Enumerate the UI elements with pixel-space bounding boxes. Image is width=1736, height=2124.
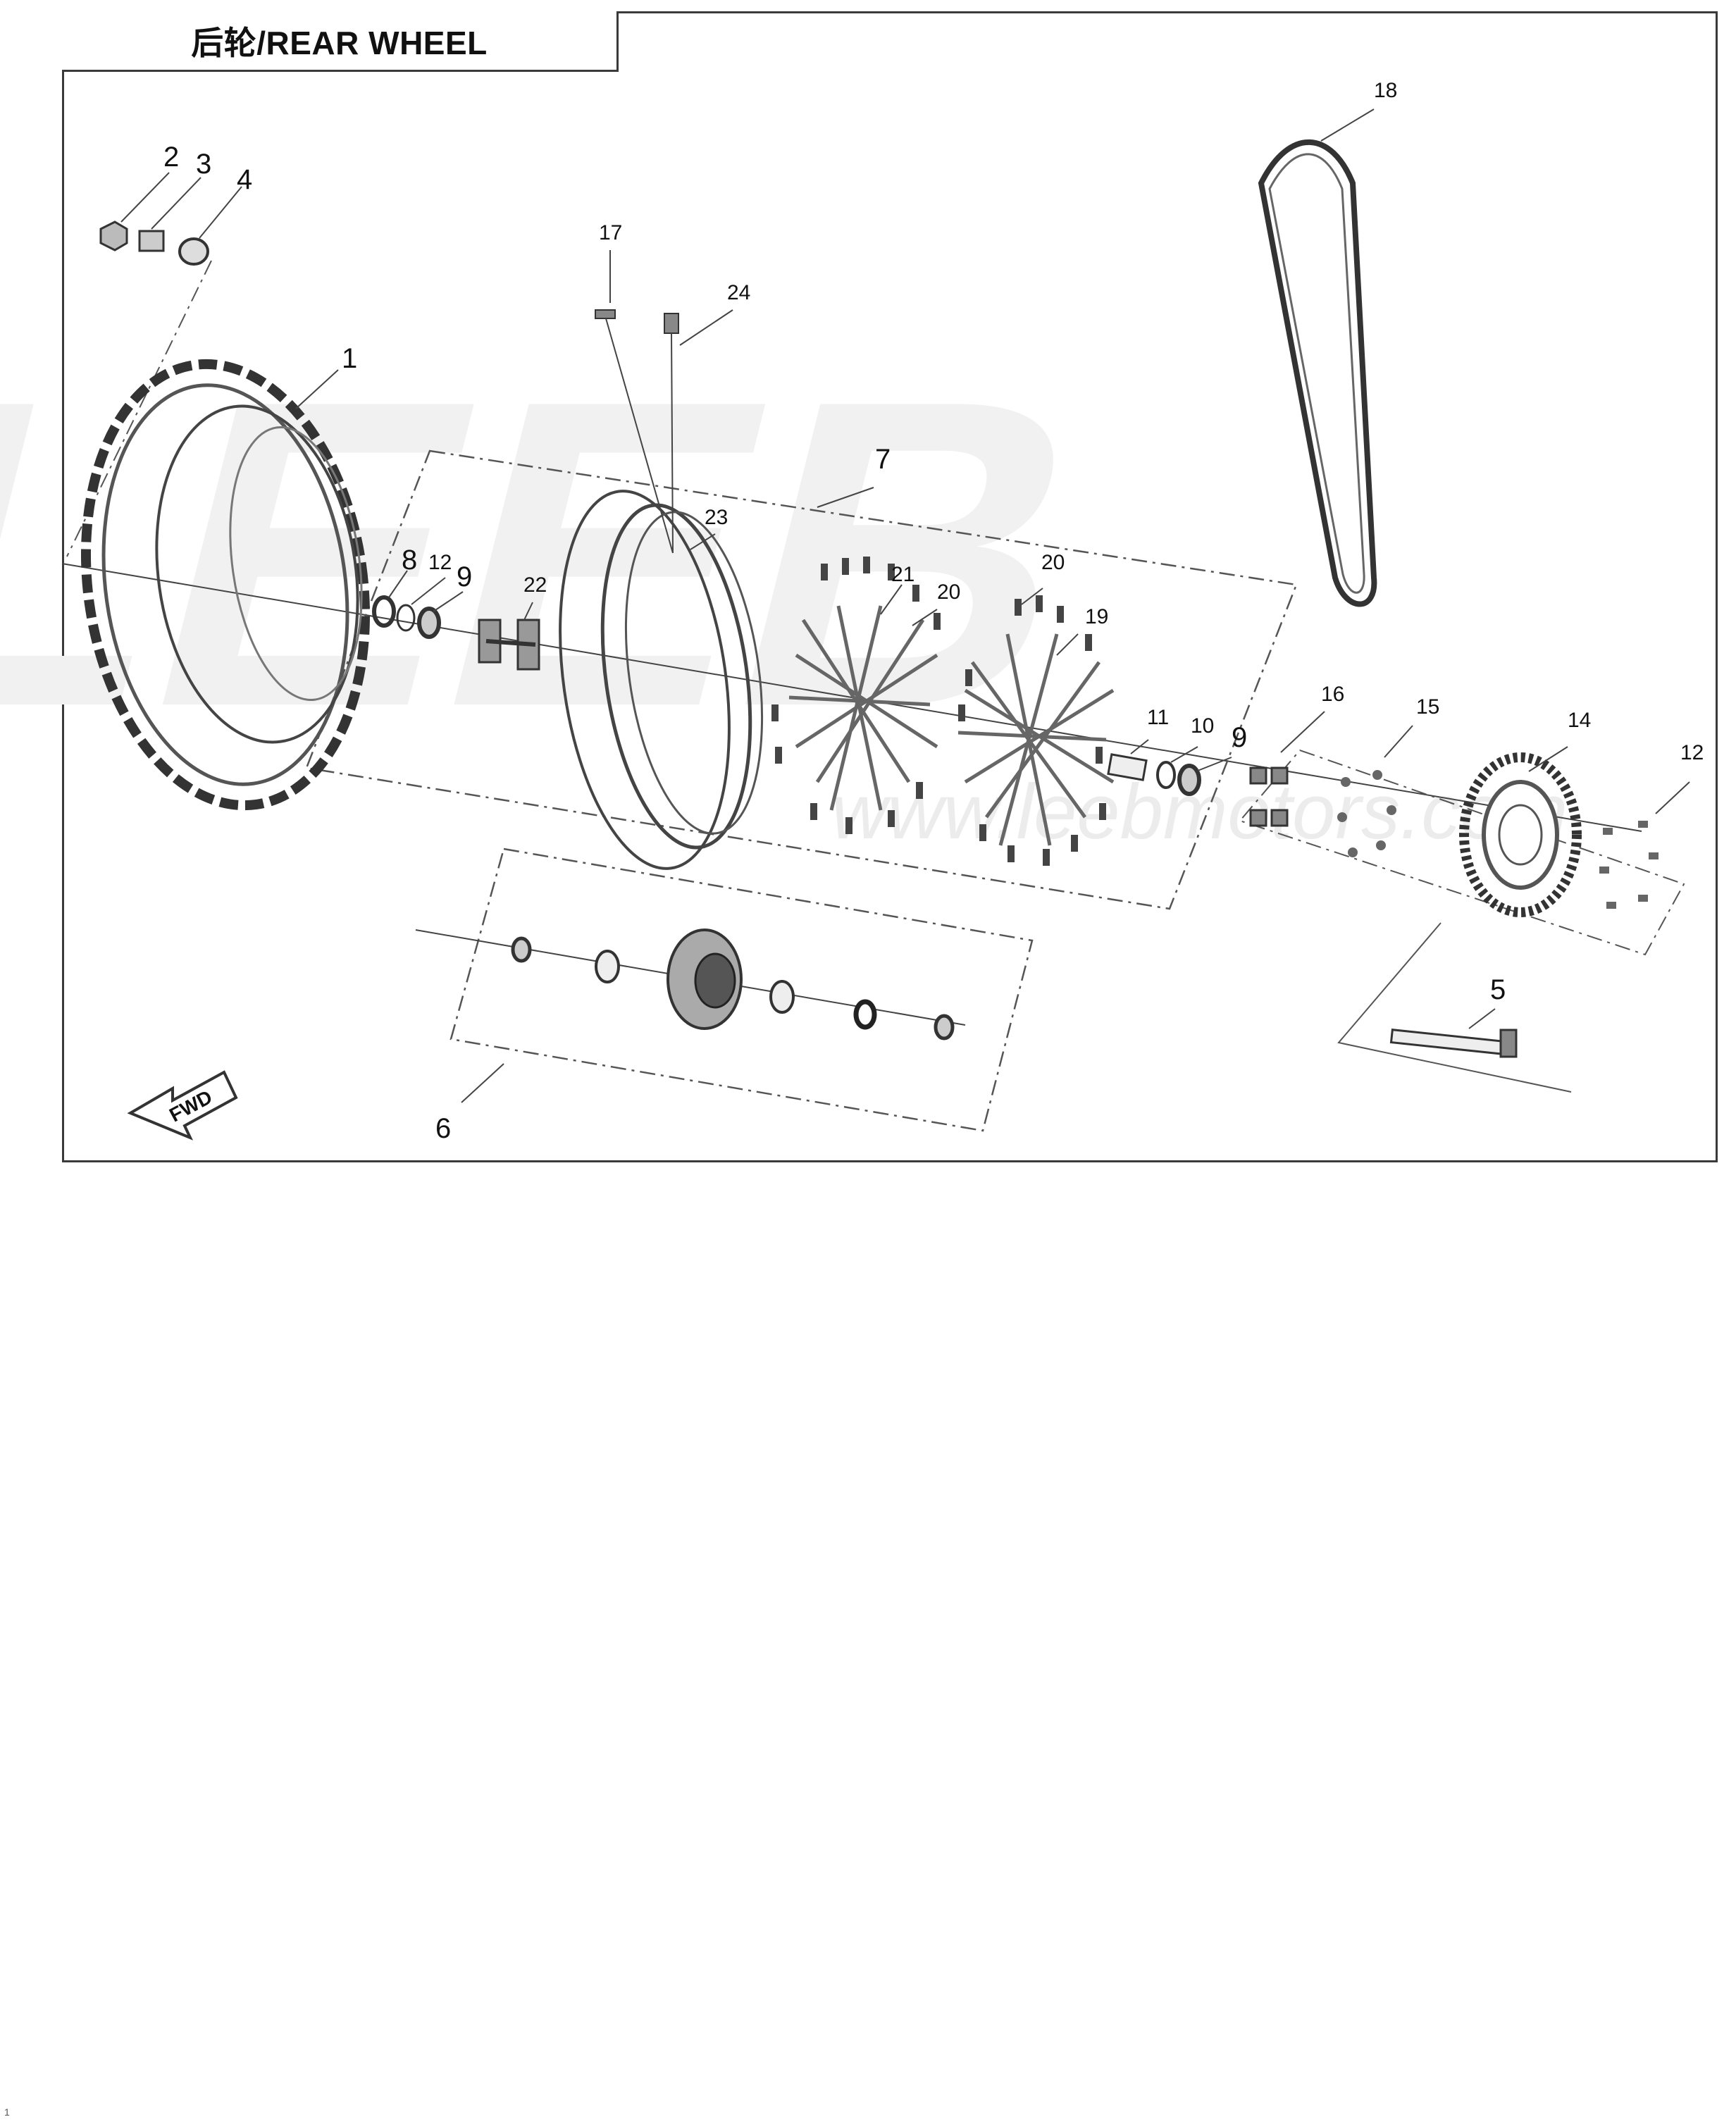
- callout-8: 8: [402, 545, 417, 576]
- valve-guide-24: [671, 333, 674, 554]
- oil-seal-8-icon: [372, 595, 396, 628]
- callout-10: 10: [1191, 714, 1214, 738]
- callout-20-right: 20: [1041, 551, 1065, 574]
- callout-5: 5: [1490, 974, 1506, 1005]
- callout-9-left: 9: [457, 561, 472, 592]
- hub-bearing-outer-left-icon: [511, 936, 532, 963]
- rear-axle-icon: [1389, 1029, 1518, 1058]
- rear-tire-icon: [80, 359, 371, 811]
- callout-12-right: 12: [1680, 741, 1704, 764]
- sprocket-nuts-icon: [1337, 770, 1396, 857]
- callout-18: 18: [1374, 79, 1397, 102]
- callout-7: 7: [875, 444, 891, 475]
- callout-3: 3: [196, 149, 211, 180]
- valve-guide-17: [605, 318, 674, 554]
- hub-bearing-icon: [853, 999, 877, 1030]
- callout-6: 6: [435, 1113, 451, 1144]
- seal-10-icon: [1156, 761, 1176, 789]
- callout-21: 21: [891, 563, 914, 586]
- callout-17: 17: [599, 221, 622, 244]
- hub-spacer-right-icon: [769, 980, 795, 1014]
- rear-sprocket-icon: [1459, 752, 1582, 917]
- diagram-title: 后轮/REAR WHEEL: [62, 11, 619, 72]
- leader-lines: [120, 108, 1690, 1103]
- assembly-box-6: [450, 847, 1034, 1132]
- callout-19: 19: [1085, 605, 1108, 628]
- callout-15: 15: [1416, 695, 1439, 719]
- bearing-9-left-icon: [417, 607, 441, 639]
- axle-collar-icon: [178, 237, 209, 266]
- axle-nut-icon: [99, 221, 128, 251]
- drive-chain-icon: [1258, 139, 1377, 607]
- callout-1: 1: [342, 343, 357, 374]
- callout-2: 2: [163, 142, 179, 173]
- drive-chain-inner: [1268, 153, 1365, 594]
- cush-damper-icon: [1249, 766, 1289, 827]
- adjuster-plate-icon: [138, 230, 165, 252]
- hub-spacer-left-icon: [595, 950, 620, 983]
- spoke-set-right-icon: [957, 633, 1115, 846]
- callout-16: 16: [1321, 683, 1344, 706]
- sprocket-bolts-icon: [1599, 821, 1658, 909]
- callout-24: 24: [727, 281, 750, 304]
- assembly-box-7: [305, 449, 1298, 910]
- rim-lock-24-icon: [664, 313, 679, 334]
- spoke-nipples-icon: [771, 557, 1106, 866]
- cush-drive-hub-icon: [478, 619, 540, 671]
- valve-cap-17-icon: [595, 309, 616, 319]
- axle-box-5: [1337, 922, 1572, 1093]
- watermark-brand: LEEB: [0, 310, 1130, 797]
- hub-bearing-outer-right-icon: [934, 1014, 955, 1041]
- wheel-hub-icon: [666, 929, 743, 1030]
- callout-11: 11: [1147, 706, 1169, 729]
- circlip-12-icon: [396, 604, 416, 632]
- callout-4: 4: [237, 164, 252, 195]
- callout-23: 23: [705, 506, 728, 529]
- spoke-set-left-icon: [788, 605, 938, 811]
- forward-arrow-icon: FWD: [127, 1070, 238, 1141]
- callout-12-left: 12: [428, 551, 452, 574]
- callout-14: 14: [1568, 709, 1591, 732]
- wheel-rim-icon: [559, 490, 764, 870]
- diagram-frame: [62, 11, 1718, 1162]
- callout-20-left: 20: [937, 580, 960, 604]
- spacer-11-icon: [1107, 753, 1148, 781]
- callout-22: 22: [523, 573, 547, 597]
- bearing-9-right-icon: [1177, 764, 1201, 796]
- callout-9-right: 9: [1232, 722, 1247, 753]
- page-number: 1: [4, 2106, 10, 2118]
